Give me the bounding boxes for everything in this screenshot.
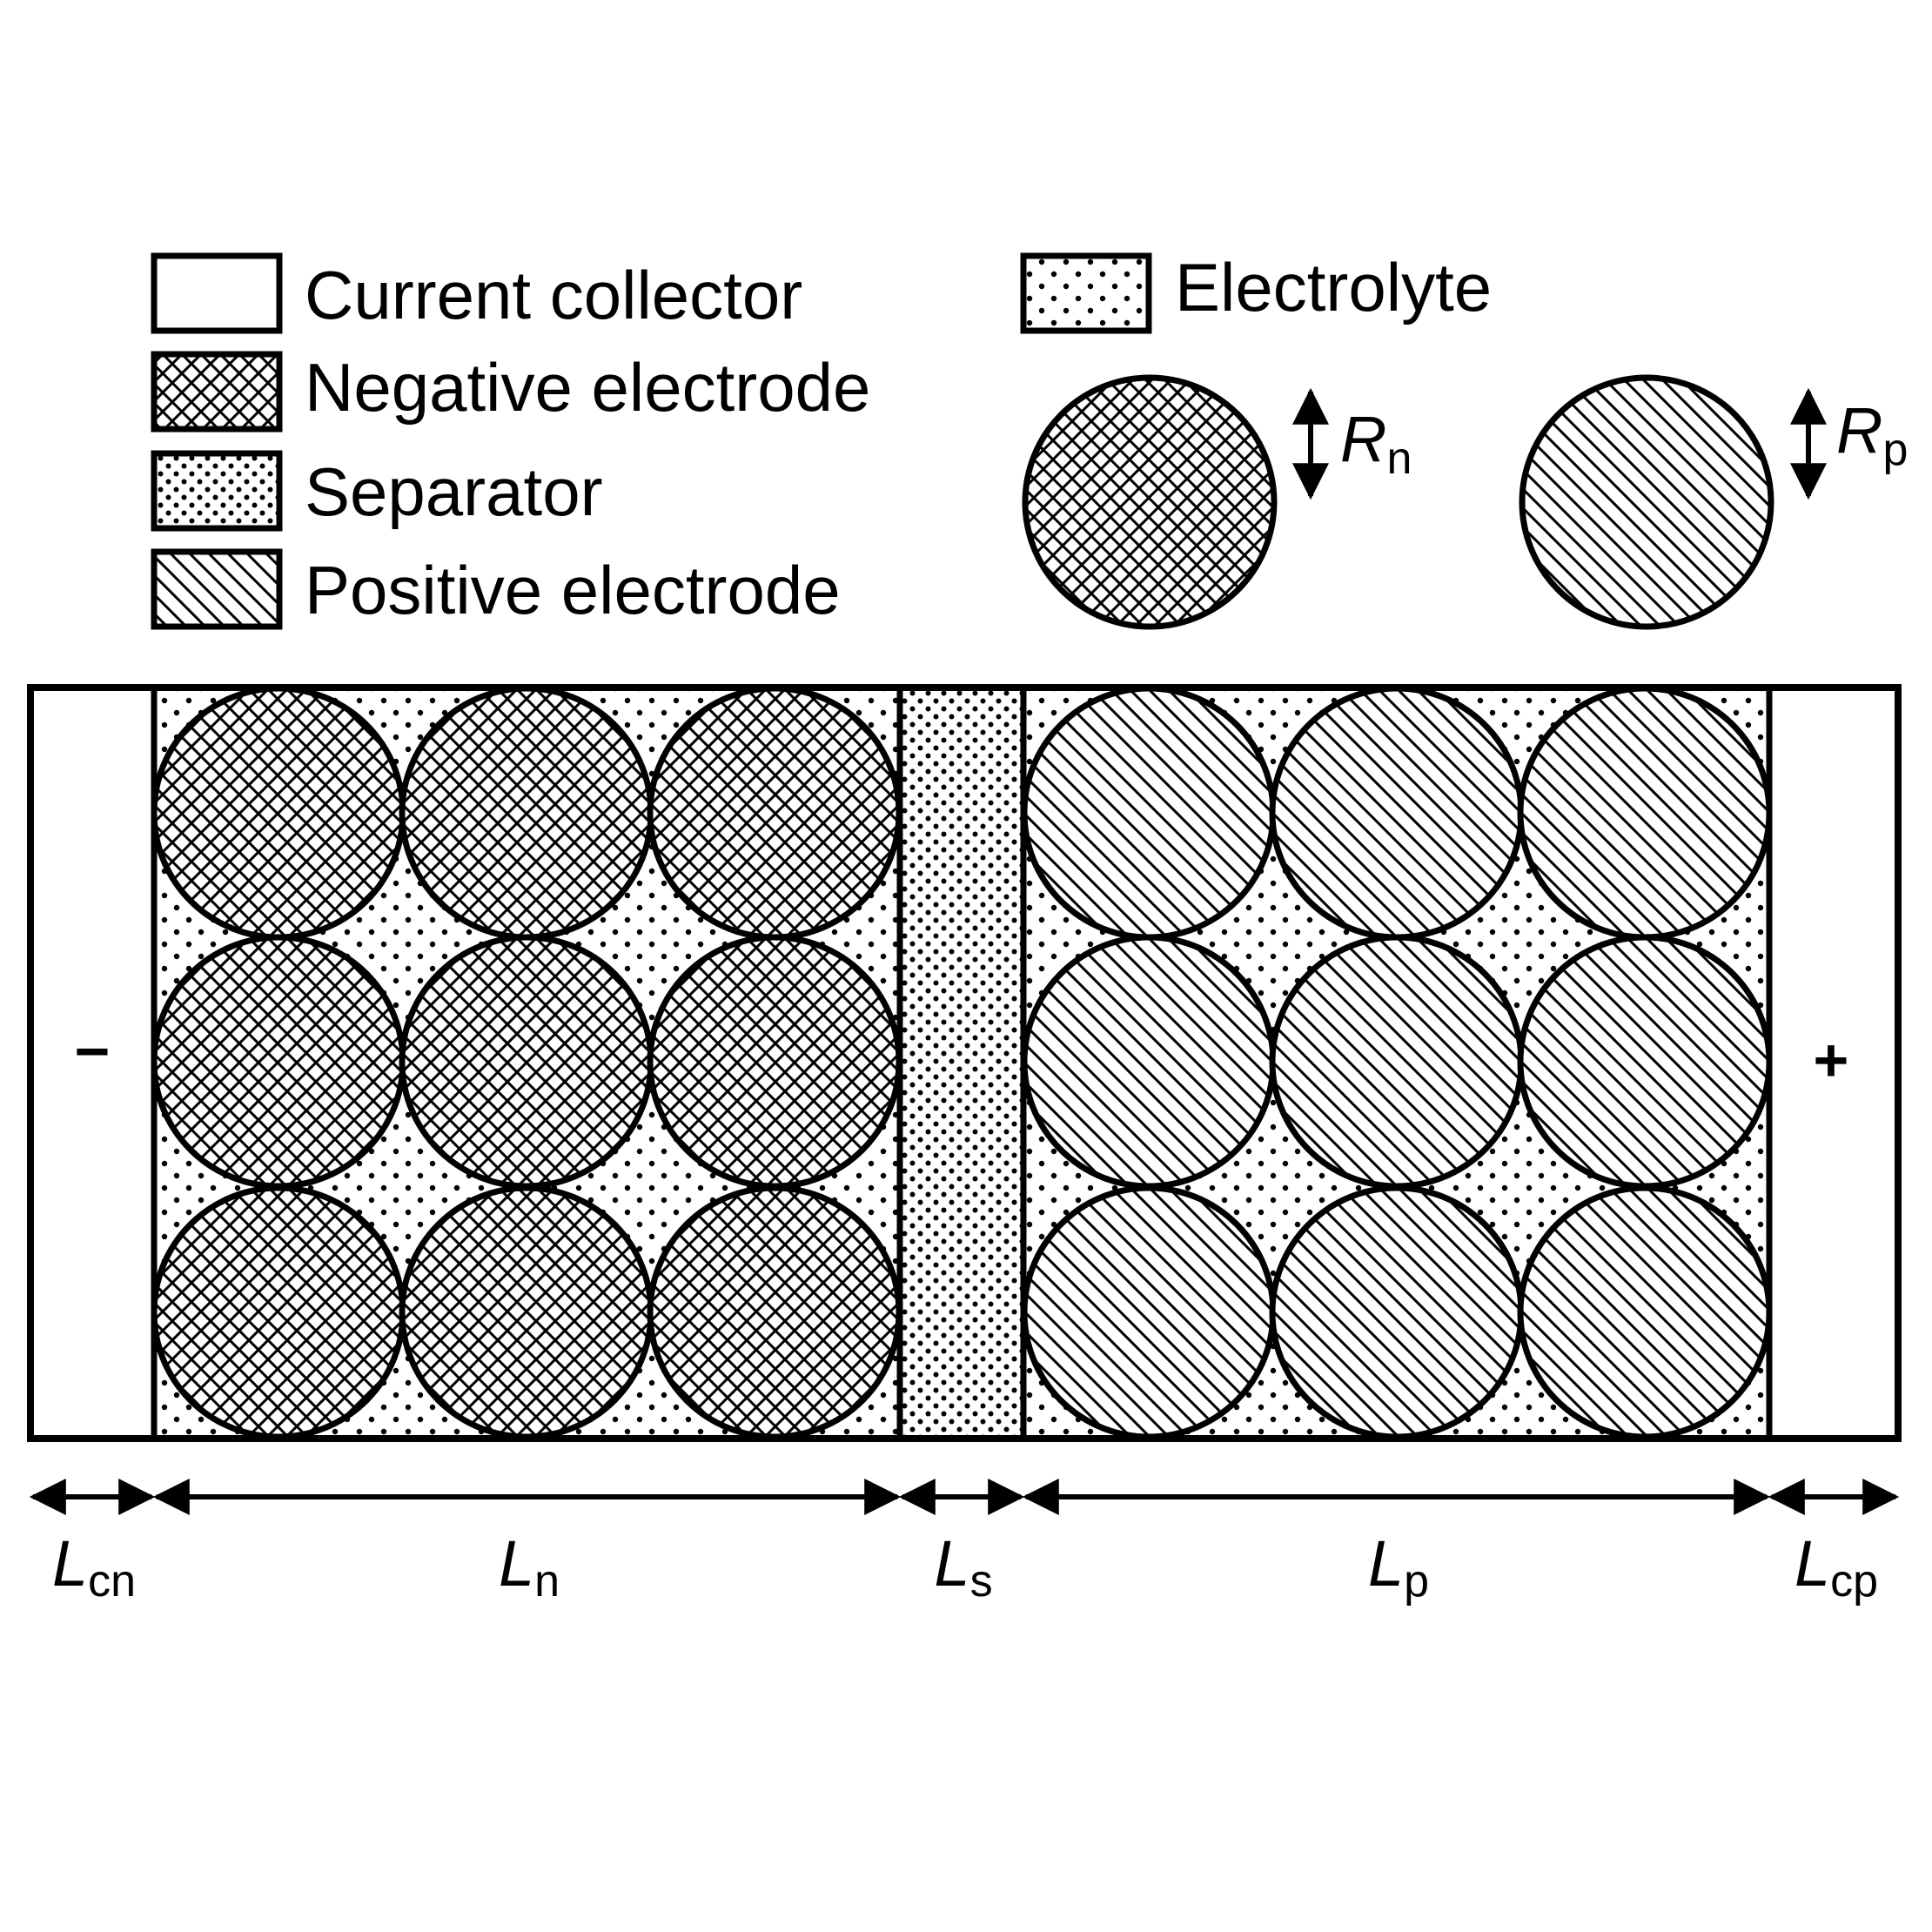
length-label-cn: Lcn — [52, 1527, 136, 1607]
electrode-particles — [151, 685, 1773, 1440]
legend-label-negative-electrode: Negative electrode — [305, 349, 870, 426]
positive-particle-r2c3 — [1517, 934, 1773, 1190]
legend: Current collector Negative electrode Sep… — [151, 249, 1492, 630]
electrolyte-swatch — [1020, 252, 1152, 334]
current-collector-swatch — [151, 252, 283, 334]
positive-particle-example — [1519, 374, 1774, 630]
positive-current-collector — [1769, 688, 1898, 1439]
positive-particle-r1c1 — [1021, 685, 1277, 941]
positive-terminal-sign: + — [1814, 1026, 1849, 1094]
length-label-n: Ln — [499, 1527, 560, 1607]
positive-particle-r3c1 — [1021, 1184, 1277, 1440]
negative-particle-r1c2 — [399, 685, 654, 941]
negative-particle-r2c1 — [151, 934, 406, 1190]
length-label-p: Lp — [1368, 1527, 1429, 1607]
cell-outline — [27, 684, 1902, 1442]
positive-particle-r3c2 — [1269, 1184, 1525, 1440]
negative-electrode-swatch — [151, 351, 283, 433]
legend-label-electrolyte: Electrolyte — [1175, 249, 1492, 325]
negative-particle-example — [1022, 374, 1278, 630]
negative-particle-r2c3 — [647, 934, 902, 1190]
positive-particle-r1c2 — [1269, 685, 1525, 941]
negative-particle-r1c1 — [151, 685, 406, 941]
legend-item-positive-electrode: Positive electrode — [151, 548, 841, 630]
length-dimensions: Lcn Ln Ls Lp Lcp — [29, 1479, 1900, 1607]
negative-particle-r3c2 — [399, 1184, 654, 1440]
negative-particle-r1c3 — [647, 685, 902, 941]
negative-particle-r2c2 — [399, 934, 654, 1190]
positive-electrode-swatch — [151, 548, 283, 630]
particle-radius-legend: Rn Rp — [1022, 374, 1908, 630]
negative-particle-r3c1 — [151, 1184, 406, 1440]
negative-current-collector — [30, 688, 154, 1439]
cell-cross-section: − + — [27, 684, 1902, 1442]
length-label-s: Ls — [934, 1527, 992, 1607]
legend-item-current-collector: Current collector — [151, 252, 802, 334]
negative-terminal-sign: − — [75, 1017, 111, 1085]
legend-label-current-collector: Current collector — [305, 257, 802, 333]
positive-particle-r1c3 — [1517, 685, 1773, 941]
positive-radius-label: Rp — [1836, 394, 1908, 475]
separator-region — [900, 688, 1023, 1439]
separator-swatch — [151, 450, 283, 532]
negative-radius-label: Rn — [1340, 403, 1412, 484]
length-label-cp: Lcp — [1794, 1527, 1878, 1607]
positive-particle-r3c3 — [1517, 1184, 1773, 1440]
legend-item-electrolyte: Electrolyte — [1020, 249, 1492, 334]
legend-label-separator: Separator — [305, 453, 603, 530]
positive-particle-r2c1 — [1021, 934, 1277, 1190]
negative-particle-r3c3 — [647, 1184, 902, 1440]
positive-particle-r2c2 — [1269, 934, 1525, 1190]
legend-item-separator: Separator — [151, 450, 603, 532]
legend-label-positive-electrode: Positive electrode — [305, 552, 841, 628]
legend-item-negative-electrode: Negative electrode — [151, 349, 870, 433]
